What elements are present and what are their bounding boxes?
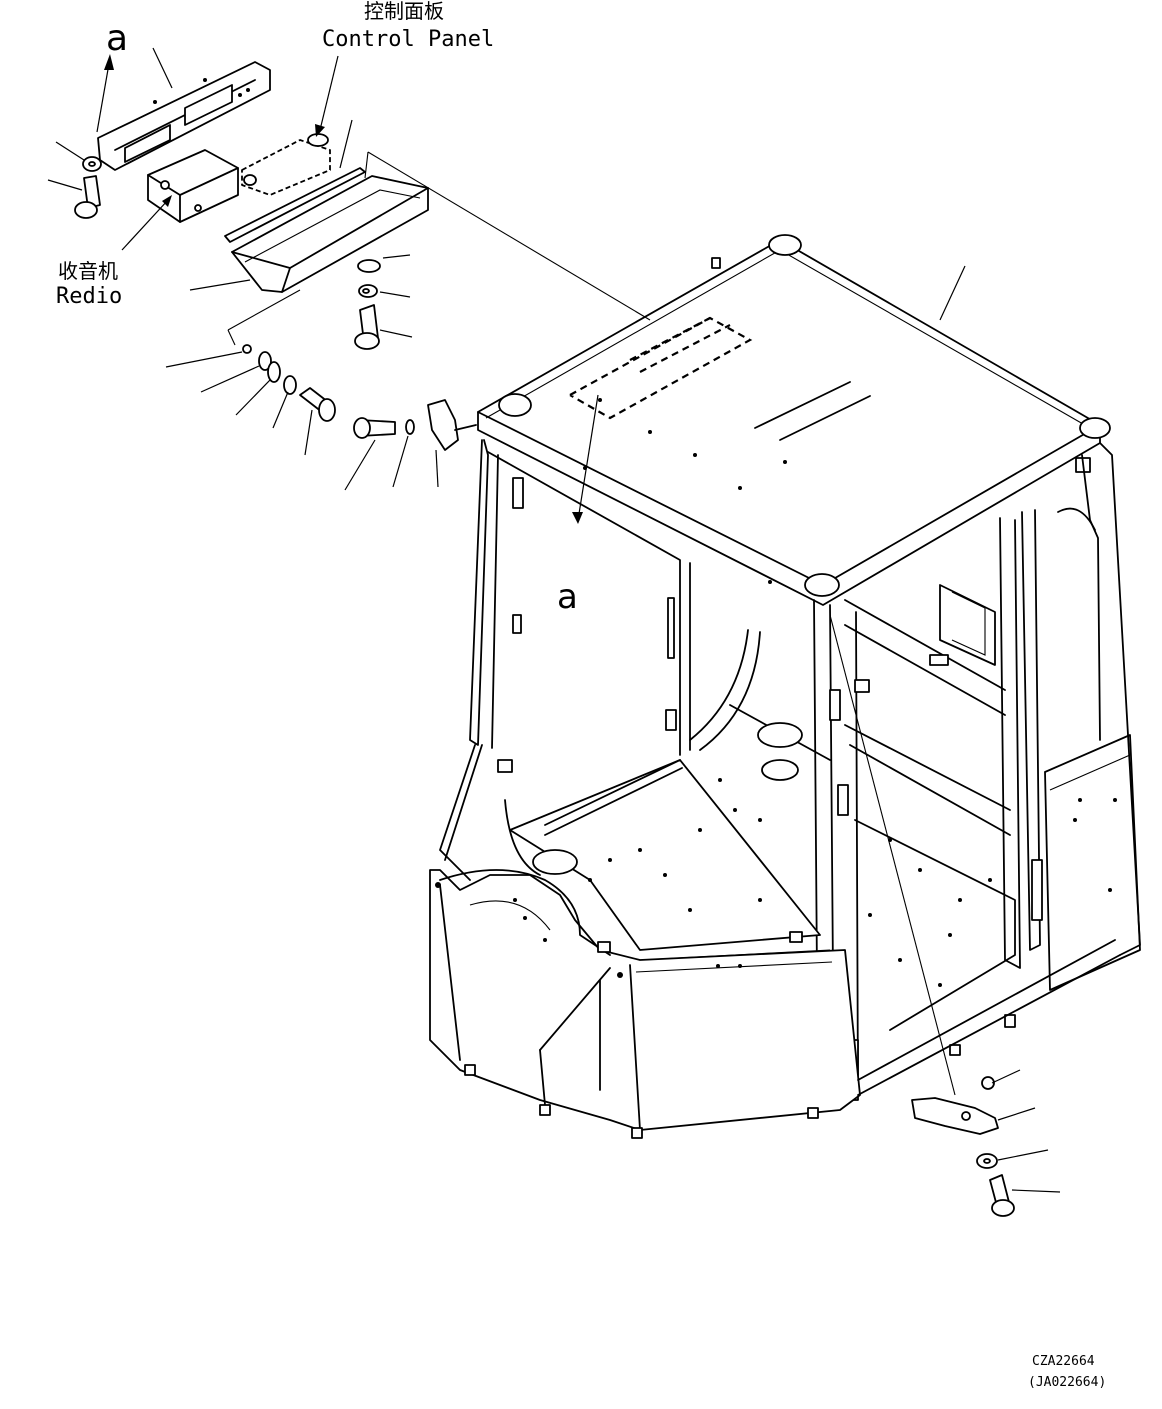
mount-bracket xyxy=(427,399,459,451)
radio-en-label: Redio xyxy=(56,284,122,309)
bolt-horizontal xyxy=(353,417,396,439)
trim-strip xyxy=(224,167,366,243)
drawing-number-alt: (JA022664) xyxy=(1028,1375,1106,1390)
view-ref-cab-label: a xyxy=(557,577,578,617)
control-panel-unit xyxy=(241,133,331,196)
bolt-bottom-right xyxy=(989,1174,1015,1217)
radio-unit xyxy=(147,149,239,223)
bolt-top-left xyxy=(74,175,101,219)
operator-cab xyxy=(429,234,1141,1139)
drawing-number: CZA22664 xyxy=(1032,1354,1095,1369)
control-panel-en-label: Control Panel xyxy=(322,27,494,52)
view-ref-top-label: a xyxy=(106,18,128,59)
radio-cn-label: 收音机 xyxy=(58,259,118,283)
latch-bracket xyxy=(911,1097,999,1135)
bolt-tray xyxy=(354,304,380,350)
panel-bezel xyxy=(97,61,271,171)
leader-lines xyxy=(47,47,1061,1193)
cab-floor xyxy=(509,759,821,951)
bolt-row xyxy=(299,387,336,422)
console-tray xyxy=(231,175,429,293)
control-panel-cn-label: 控制面板 xyxy=(364,0,444,23)
